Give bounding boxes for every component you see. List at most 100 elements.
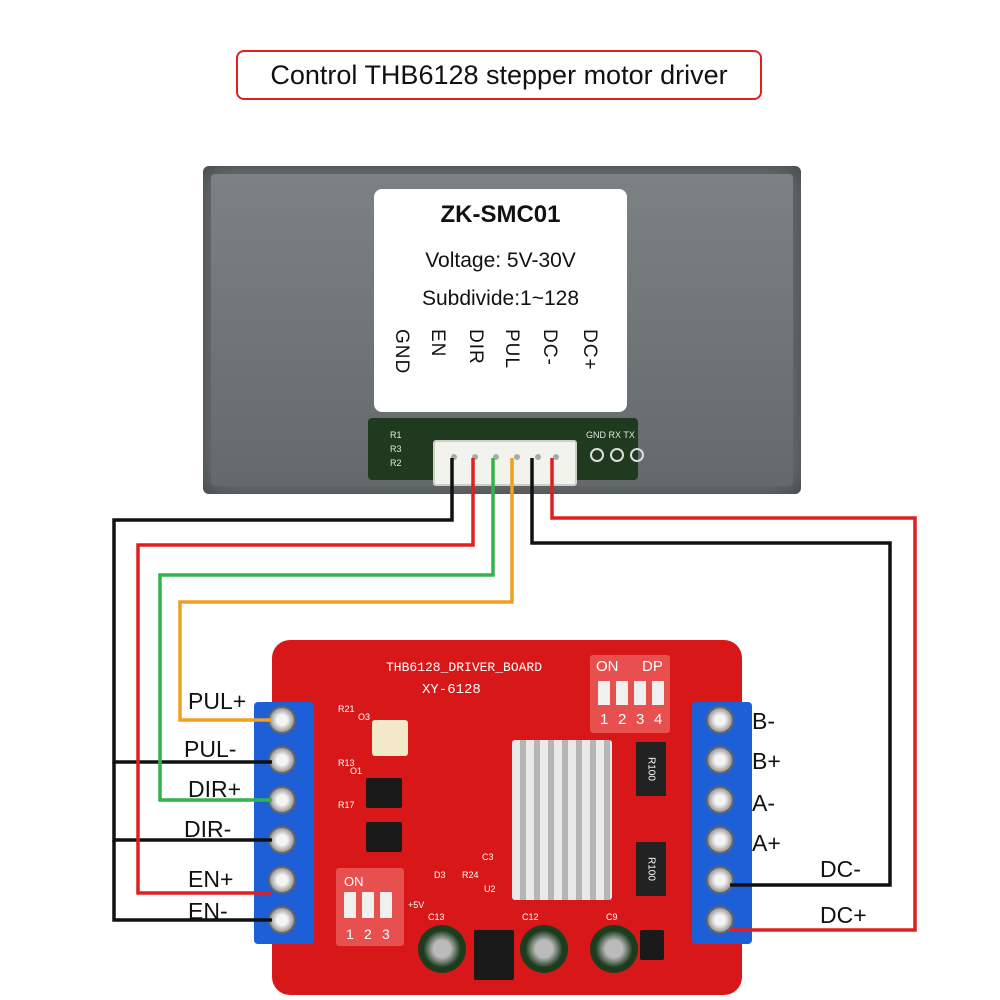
dip-number: 1: [600, 711, 609, 728]
pin-label-gnd: GND: [391, 329, 412, 375]
screw-terminal-b-plus[interactable]: [706, 746, 734, 774]
pin-label-dir: DIR: [465, 329, 486, 365]
wire-gnd-black-en-minus: [112, 840, 272, 922]
screw-terminal-en-plus[interactable]: [268, 866, 296, 894]
silk-serial: GND RX TX: [586, 430, 635, 440]
optocoupler-chip: [366, 778, 402, 808]
serial-pin: [590, 448, 604, 462]
silk-r3: R3: [390, 444, 402, 454]
wire-dc-minus-black: [530, 458, 892, 887]
screw-terminal-a-plus[interactable]: [706, 826, 734, 854]
controller-voltage: Voltage: 5V-30V: [425, 249, 576, 272]
silk-r13: R13: [338, 758, 355, 768]
connector-pin: [535, 454, 541, 460]
wire-gnd-black: [112, 458, 454, 764]
dip-toggle[interactable]: [616, 681, 628, 705]
silk-o1: O1: [350, 766, 363, 776]
dip-toggle[interactable]: [652, 681, 664, 705]
dip-toggle[interactable]: [634, 681, 646, 705]
wire-pul-orange: [178, 458, 514, 722]
diagram-title: Control THB6128 stepper motor driver: [236, 50, 762, 100]
dip-number: 2: [618, 711, 627, 728]
pin-label-dc-minus: DC-: [539, 329, 560, 366]
connector-pin: [493, 454, 499, 460]
connector-pin: [451, 454, 457, 460]
silk-c3: C3: [482, 852, 494, 862]
capacitor-c13: [418, 925, 466, 973]
silk-c13: C13: [428, 912, 445, 922]
label-pul-plus: PUL+: [188, 688, 247, 714]
label-b-plus: B+: [752, 748, 781, 774]
screw-terminal-dc-minus[interactable]: [706, 866, 734, 894]
silk-o3: O3: [358, 712, 371, 722]
screw-terminal-dc-plus[interactable]: [706, 906, 734, 934]
capacitor-c9: [590, 925, 638, 973]
shunt-resistor: R100: [636, 842, 666, 896]
right-terminal-block: [692, 702, 752, 944]
capacitor-c12: [520, 925, 568, 973]
silk-r2: R2: [390, 458, 402, 468]
left-terminal-block: [254, 702, 314, 944]
controller-model: ZK-SMC01: [440, 201, 561, 228]
screw-terminal-pul-plus[interactable]: [268, 706, 296, 734]
optocoupler-chip: [366, 822, 402, 852]
pin-label-pul: PUL: [501, 329, 522, 369]
resistor-marking: R100: [645, 857, 657, 881]
dip-switch-4: ON DP 1 2 3 4: [590, 655, 670, 733]
serial-pin: [630, 448, 644, 462]
controller-subdivide: Subdivide:1~128: [421, 287, 580, 310]
title-text: Control THB6128 stepper motor driver: [270, 59, 728, 90]
dip-number: 1: [346, 926, 354, 942]
silk-r24: R24: [462, 870, 479, 880]
controller-label: ZK-SMC01 Voltage: 5V-30V Subdivide:1~128…: [374, 189, 627, 412]
regulator-chip: [474, 930, 514, 980]
dip-switch-3: ON 1 2 3: [336, 868, 404, 946]
label-pul-minus: PUL-: [184, 736, 237, 762]
silk-c12: C12: [522, 912, 539, 922]
label-en-plus: EN+: [188, 866, 234, 892]
screw-terminal-a-minus[interactable]: [706, 786, 734, 814]
dip-toggle[interactable]: [362, 892, 374, 918]
silk-c9: C9: [606, 912, 618, 922]
wire-en-red: [136, 458, 475, 895]
label-en-minus: EN-: [188, 898, 228, 924]
shunt-resistor: R100: [636, 742, 666, 796]
dip-toggle[interactable]: [380, 892, 392, 918]
pin-label-dc-plus: DC+: [579, 329, 600, 371]
heatsink: [512, 740, 612, 900]
silk-r21: R21: [338, 704, 355, 714]
connector-pin: [553, 454, 559, 460]
diode-chip: [640, 930, 664, 960]
dip-on-label: ON: [344, 874, 364, 889]
dip-toggle[interactable]: [598, 681, 610, 705]
wire-dc-plus-red: [550, 458, 917, 932]
silk-r1: R1: [390, 430, 402, 440]
label-b-minus: B-: [752, 708, 775, 734]
silk-u2: U2: [484, 884, 496, 894]
wire-dir-green: [158, 458, 495, 802]
connector-pin: [472, 454, 478, 460]
dip-number: 2: [364, 926, 372, 942]
label-dir-plus: DIR+: [188, 776, 242, 802]
dip-number: 3: [636, 711, 645, 728]
board-model: XY-6128: [422, 682, 481, 698]
optocoupler-o3: [372, 720, 408, 756]
connector-pin: [514, 454, 520, 460]
label-dc-minus: DC-: [820, 856, 861, 882]
screw-terminal-pul-minus[interactable]: [268, 746, 296, 774]
silk-d3: D3: [434, 870, 446, 880]
silk-5v: +5V: [408, 900, 425, 910]
label-a-minus: A-: [752, 790, 775, 816]
label-dc-plus: DC+: [820, 902, 867, 928]
screw-terminal-b-minus[interactable]: [706, 706, 734, 734]
pin-label-en: EN: [427, 329, 448, 358]
dip-number: 4: [654, 711, 663, 728]
serial-pin: [610, 448, 624, 462]
label-a-plus: A+: [752, 830, 781, 856]
silk-r17: R17: [338, 800, 355, 810]
dip-toggle[interactable]: [344, 892, 356, 918]
dip-dp-label: DP: [642, 658, 663, 675]
dip-number: 3: [382, 926, 390, 942]
resistor-marking: R100: [645, 757, 657, 781]
